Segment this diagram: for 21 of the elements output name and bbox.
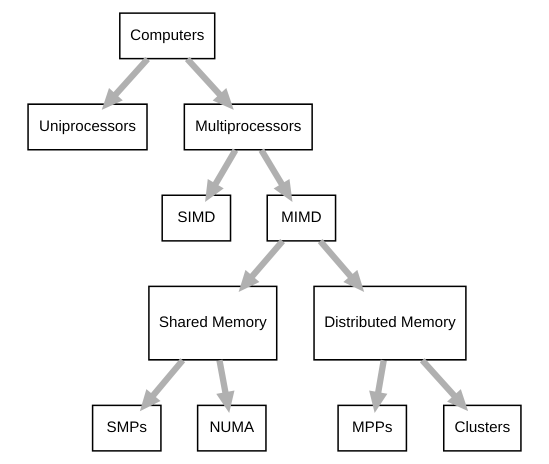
arrow xyxy=(420,358,468,412)
node-box: Uniprocessors xyxy=(27,103,148,150)
node-box: Shared Memory xyxy=(148,286,278,361)
arrow xyxy=(238,239,285,292)
arrow xyxy=(140,358,186,412)
arrow xyxy=(318,239,364,292)
node-box: Multiprocessors xyxy=(184,103,313,150)
arrow xyxy=(258,148,292,202)
arrow xyxy=(369,360,388,413)
arrow xyxy=(216,360,234,413)
node-box: NUMA xyxy=(196,404,267,452)
node-box: Clusters xyxy=(443,404,522,452)
arrow xyxy=(184,56,234,110)
node-box: Distributed Memory xyxy=(313,286,467,361)
node-box: SIMD xyxy=(161,194,232,242)
node-box: SMPs xyxy=(92,404,162,452)
node-box: Computers xyxy=(119,12,216,60)
arrow xyxy=(102,56,150,110)
node-box: MIMD xyxy=(266,194,336,242)
node-box: MPPs xyxy=(337,404,408,452)
arrow xyxy=(205,148,238,202)
